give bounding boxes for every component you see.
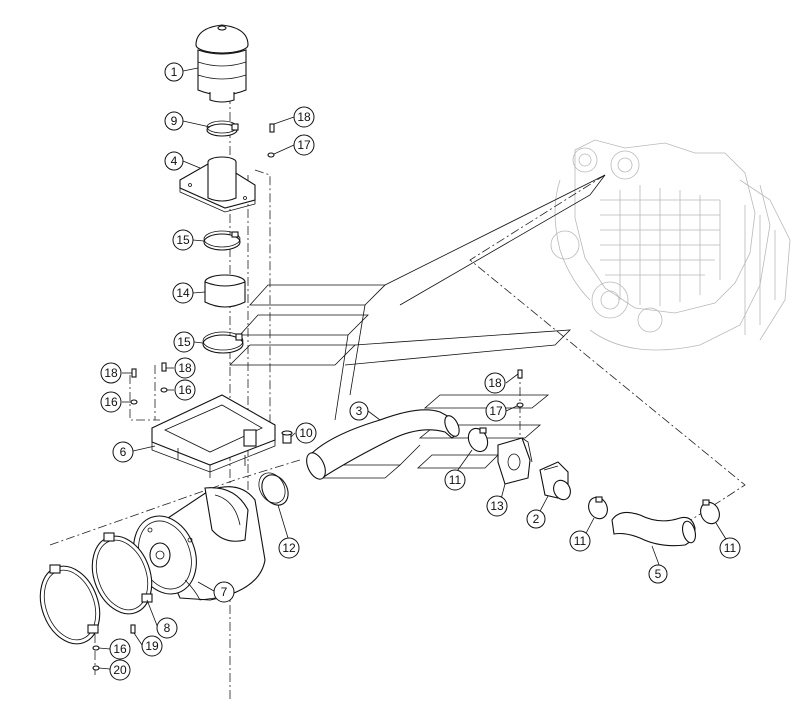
part-hose-clamp-15-upper (203, 230, 241, 251)
callout-2[interactable]: 2 (526, 509, 546, 529)
callout-6[interactable]: 6 (112, 441, 134, 463)
part-clamp-9 (206, 120, 239, 137)
callout-10[interactable]: 10 (295, 422, 317, 444)
callout-18-right[interactable]: 18 (484, 372, 506, 394)
svg-text:11: 11 (574, 534, 587, 548)
callout-1[interactable]: 1 (164, 62, 184, 82)
svg-text:3: 3 (356, 404, 363, 418)
callout-11-b[interactable]: 11 (569, 530, 591, 552)
svg-text:8: 8 (164, 621, 171, 635)
callout-17-top[interactable]: 17 (293, 134, 315, 156)
svg-text:18: 18 (488, 376, 502, 390)
part-clamp-12 (258, 472, 289, 506)
svg-text:5: 5 (655, 567, 662, 581)
hardware-washer-16-bottom (92, 645, 100, 651)
callout-3[interactable]: 3 (349, 401, 369, 421)
svg-text:14: 14 (176, 286, 190, 300)
callout-11-a[interactable]: 11 (444, 469, 466, 491)
part-mounting-bracket-4 (179, 156, 256, 213)
svg-text:15: 15 (176, 233, 190, 247)
engine-illustration (550, 139, 791, 351)
part-hose-clamp-11-c (700, 499, 720, 525)
callout-17-right[interactable]: 17 (485, 400, 507, 422)
hardware-bolt-18-top (269, 123, 275, 133)
svg-text:19: 19 (145, 639, 159, 653)
callout-18-mid[interactable]: 18 (174, 357, 196, 379)
hardware-bolt-19 (130, 624, 136, 634)
svg-text:17: 17 (297, 138, 311, 152)
svg-text:18: 18 (178, 361, 192, 375)
part-rubber-sleeve-14 (204, 274, 246, 308)
callout-balloons: 1 9 4 18 17 15 14 15 18 18 16 16 6 10 12… (100, 62, 741, 681)
svg-text:9: 9 (171, 114, 178, 128)
svg-text:11: 11 (449, 473, 462, 487)
callout-20[interactable]: 20 (109, 659, 131, 681)
svg-text:16: 16 (104, 395, 118, 409)
callout-16-bottom[interactable]: 16 (109, 638, 131, 660)
part-hose-clamp-15-lower (202, 331, 244, 354)
svg-text:4: 4 (171, 154, 178, 168)
svg-text:16: 16 (113, 642, 127, 656)
hardware-bolt-18-mid (161, 362, 167, 372)
svg-text:20: 20 (113, 663, 127, 677)
svg-text:17: 17 (489, 404, 503, 418)
svg-text:1: 1 (171, 65, 178, 79)
callout-9[interactable]: 9 (164, 111, 184, 131)
callout-4[interactable]: 4 (164, 151, 184, 171)
part-clamp-ring-8 (91, 532, 153, 615)
svg-text:11: 11 (724, 541, 737, 555)
hardware-bolt-18-left (131, 368, 137, 378)
hardware-washer-16-mid (160, 387, 168, 393)
assembly-centerlines (49, 95, 746, 700)
part-hose-clamp-11-b (588, 496, 608, 520)
svg-text:18: 18 (104, 366, 118, 380)
hardware-nut-20 (92, 665, 100, 671)
callout-19[interactable]: 19 (141, 635, 163, 657)
svg-text:6: 6 (120, 445, 127, 459)
callout-8[interactable]: 8 (156, 617, 178, 639)
hardware-washer-17-right (516, 402, 524, 408)
svg-text:16: 16 (178, 383, 192, 397)
part-intake-pipe-3 (306, 409, 460, 480)
part-air-cleaner-housing-7 (133, 486, 266, 601)
hardware-washer-17-top (267, 152, 275, 158)
hardware-washer-16-left (130, 399, 138, 405)
callout-16-mid[interactable]: 16 (174, 379, 196, 401)
callout-11-c[interactable]: 11 (719, 537, 741, 559)
hardware-bolt-18-right (517, 369, 523, 379)
svg-text:7: 7 (221, 585, 228, 599)
callout-18-left[interactable]: 18 (100, 362, 122, 384)
svg-text:15: 15 (177, 335, 191, 349)
svg-text:13: 13 (490, 499, 504, 513)
callout-15-lower[interactable]: 15 (173, 331, 195, 353)
callout-13[interactable]: 13 (486, 495, 508, 517)
callout-16-left[interactable]: 16 (100, 391, 122, 413)
callout-14[interactable]: 14 (172, 282, 194, 304)
part-elbow-2 (539, 461, 571, 501)
part-hose-5 (611, 511, 697, 547)
svg-text:18: 18 (297, 110, 311, 124)
part-support-frame-6 (151, 394, 276, 478)
part-end-cover (39, 564, 101, 645)
part-fitting-10 (281, 430, 293, 444)
callout-15-upper[interactable]: 15 (172, 229, 194, 251)
svg-text:10: 10 (299, 426, 313, 440)
callout-18-top[interactable]: 18 (293, 106, 315, 128)
callout-7[interactable]: 7 (213, 581, 235, 603)
part-adapter-plate-13 (497, 437, 533, 485)
part-hose-clamp-11-a (467, 427, 489, 453)
callout-12[interactable]: 12 (278, 537, 300, 559)
part-precleaner-cap (195, 24, 249, 103)
callout-5[interactable]: 5 (648, 564, 668, 584)
svg-text:2: 2 (533, 512, 540, 526)
svg-text:12: 12 (282, 541, 296, 555)
